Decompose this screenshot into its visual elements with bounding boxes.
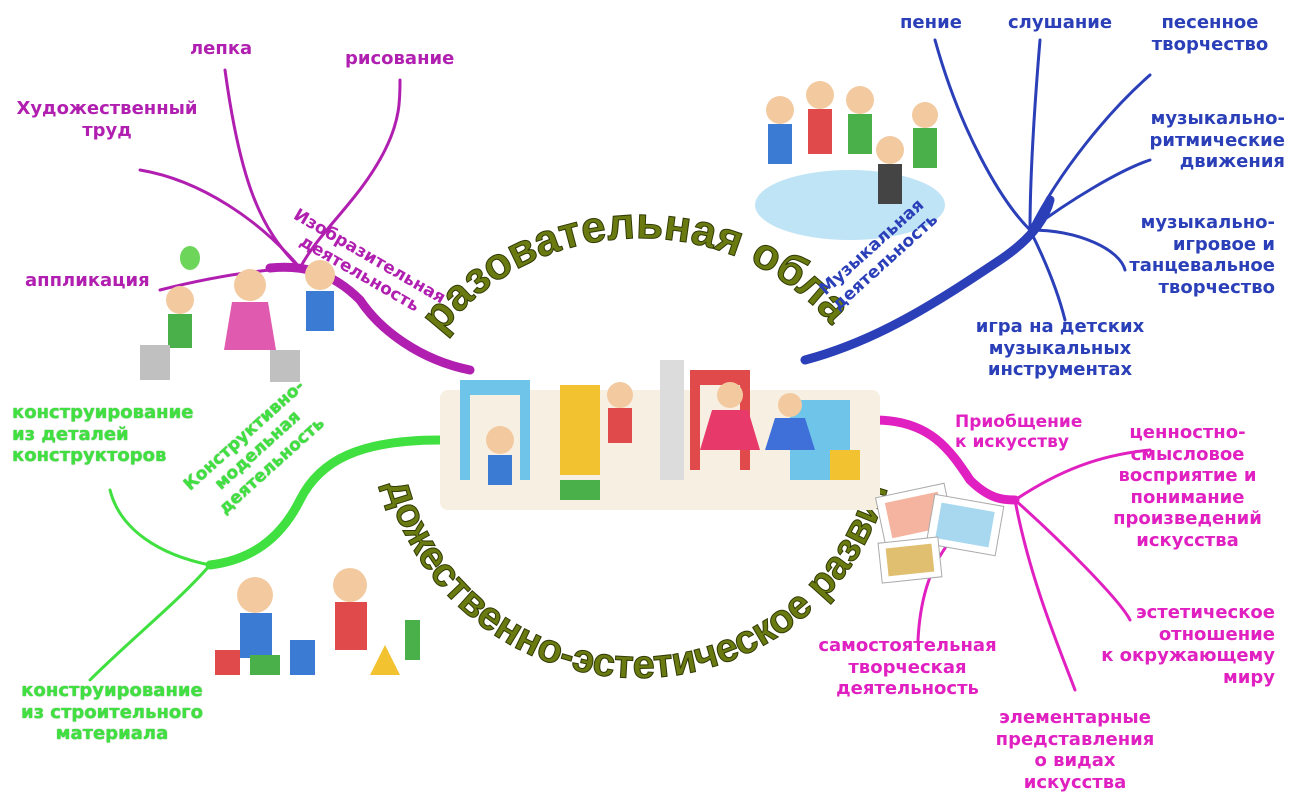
visual-item-lepka: лепка [190, 38, 253, 59]
construct-item-kits: конструирование из деталей конструкторов [12, 402, 194, 467]
visual-item-art-labor: Художественный труд [16, 98, 198, 141]
art-photos-illustration [874, 482, 1005, 584]
music-item-instruments: игра на детских музыкальных инструментах [975, 316, 1145, 381]
music-item-listening: слушание [1008, 12, 1113, 33]
building-kids-illustration [215, 568, 420, 675]
art-item-aesthetic-attitude: эстетическое отношение к окружающему мир… [1101, 602, 1275, 688]
art-branch-title: Приобщение к искусству [955, 412, 1083, 453]
visual-item-applique: аппликация [25, 270, 150, 291]
visual-item-drawing: рисование [345, 48, 455, 69]
art-item-independent-creation: самостоятельная творческая деятельность [818, 635, 997, 700]
art-branch-lines [870, 415, 1152, 692]
kids-painting-illustration [140, 246, 335, 382]
music-item-game-dance: музыкально- игровое и танцевальное творч… [1129, 212, 1275, 298]
art-item-art-types: элементарные представления о видах искус… [995, 707, 1155, 793]
singing-kids-illustration [755, 81, 945, 240]
construct-branch-lines [88, 435, 445, 682]
music-item-rhythmic: музыкально- ритмические движения [1149, 108, 1285, 173]
construct-item-building: конструирование из строительного материа… [20, 680, 204, 745]
music-item-singing: пение [900, 12, 962, 33]
art-item-perception: ценностно- смысловое восприятие и понима… [1113, 422, 1262, 551]
visual-branch-lines [138, 68, 475, 375]
center-playground-illustration [440, 360, 880, 510]
music-item-song-creation: песенное творчество [1151, 12, 1269, 55]
music-branch-lines [800, 38, 1152, 365]
